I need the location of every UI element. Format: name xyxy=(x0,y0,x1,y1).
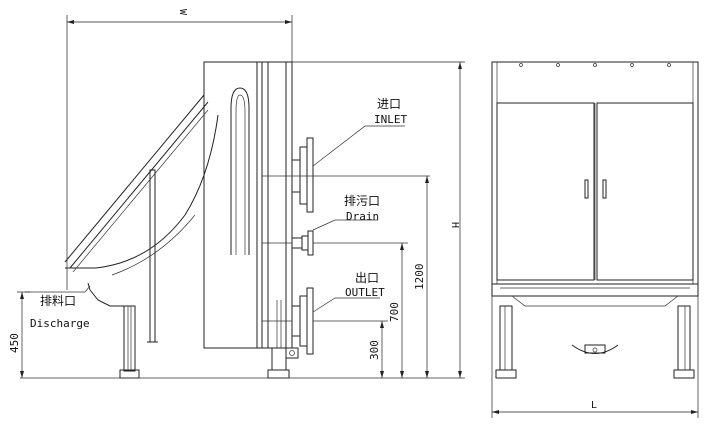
drain-flange xyxy=(262,230,408,256)
left-door-handle xyxy=(584,179,589,199)
inlet-flange xyxy=(291,137,430,213)
dimension-700: 700 xyxy=(388,243,404,378)
outlet-label-cn: 出口 xyxy=(355,271,379,285)
width-dimension: W xyxy=(66,9,293,290)
inner-slot xyxy=(230,87,250,255)
inlet-label-en: INLET xyxy=(374,113,407,126)
discharge-label-en: Discharge xyxy=(30,317,90,330)
svg-text:1200: 1200 xyxy=(413,264,426,291)
dimension-450: 450 xyxy=(8,291,30,378)
drain-label-cn: 排污口 xyxy=(344,194,380,208)
right-door-handle xyxy=(602,179,607,199)
side-view: W xyxy=(8,9,465,379)
left-door xyxy=(496,102,595,281)
discharge-label-cn: 排料口 xyxy=(40,294,76,308)
right-door xyxy=(596,102,694,281)
svg-text:300: 300 xyxy=(368,340,381,360)
left-leg xyxy=(119,305,140,379)
main-housing xyxy=(203,61,293,349)
height-dimension: H xyxy=(292,61,465,378)
right-leg xyxy=(267,300,299,379)
front-left-leg xyxy=(495,305,517,379)
svg-text:450: 450 xyxy=(8,333,21,353)
outlet-flange xyxy=(262,287,388,355)
hopper-curve xyxy=(65,114,219,269)
inlet-label-cn: 进口 xyxy=(377,97,401,111)
inclined-conveyor xyxy=(64,94,209,273)
dimension-1200: 1200 xyxy=(413,176,429,378)
length-dimension: L xyxy=(491,296,699,418)
drain-label-en: Drain xyxy=(346,210,379,223)
width-label: W xyxy=(177,9,188,16)
length-label: L xyxy=(591,400,597,411)
height-label: H xyxy=(449,222,460,228)
outlet-label-en: OUTLET xyxy=(345,286,385,299)
discharge-chute xyxy=(89,289,130,307)
front-view: L xyxy=(491,61,699,418)
front-right-leg xyxy=(673,305,695,379)
svg-text:700: 700 xyxy=(388,302,401,322)
dimension-300: 300 xyxy=(368,321,384,378)
